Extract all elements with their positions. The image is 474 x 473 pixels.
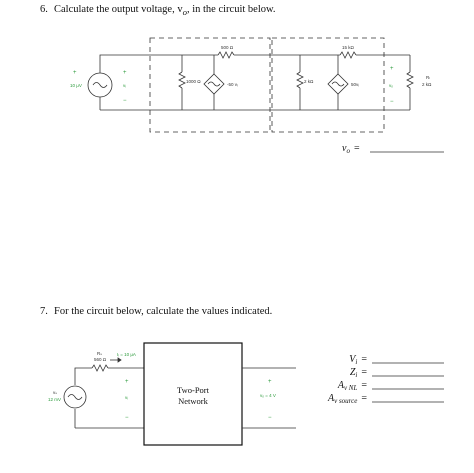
two-port-label-line1: Two-Port — [177, 385, 210, 395]
q7-vi-plus: + — [125, 379, 129, 385]
q6-dep1-label: -50 vᵢ — [227, 82, 238, 87]
q6-rtop2-label: 15 kΩ — [342, 45, 355, 50]
q7-vo-minus: − — [268, 415, 272, 421]
q6-vo-minus: − — [390, 99, 394, 105]
q6-ac-source — [87, 72, 113, 98]
q6-answer-label: vo= — [342, 143, 360, 155]
q6-r2-label: 2 kΩ — [304, 79, 314, 84]
q7-answer-vi: Vi= — [349, 354, 367, 366]
q6-resistor-rl — [406, 71, 414, 89]
q6-rtop1-label: 500 Ω — [221, 45, 234, 50]
q6-vo-label: vₒ — [389, 83, 393, 88]
question-6-body: Calculate the output voltage, v — [54, 4, 183, 15]
q6-vi-minus: − — [123, 98, 127, 104]
q7-vs-name: vₛ — [53, 390, 57, 395]
q7-vo-label: vₒ = 4 V — [260, 393, 276, 398]
two-port-label-line2: Network — [178, 396, 208, 406]
question-7-text: 7. For the circuit below, calculate the v… — [40, 306, 272, 317]
q6-resistor-2k — [296, 71, 304, 89]
q7-vi-label: vᵢ — [125, 395, 128, 400]
question-6-text: 6. Calculate the output voltage, vo, in t… — [40, 4, 276, 17]
two-port-network-box — [143, 342, 243, 446]
q7-rs-value: 560 Ω — [94, 357, 107, 362]
q6-resistor-1000 — [178, 71, 186, 89]
q7-ac-source — [63, 385, 87, 409]
q6-top-wire — [99, 54, 155, 73]
q6-rl-value: 2 kΩ — [422, 82, 432, 87]
q6-stage1-dashed-box — [149, 37, 271, 133]
q6-dep2-label: 50vᵢ — [351, 82, 359, 87]
q6-resistor-15k — [339, 51, 357, 59]
q7-answer-avnl: Av NL= — [337, 380, 368, 392]
question-6-sub: o — [182, 7, 187, 18]
q6-vo-plus: + — [390, 66, 394, 72]
q6-resistor-500 — [217, 51, 235, 59]
question-7-number: 7. — [40, 306, 48, 317]
q6-vi-label: vᵢ — [123, 83, 126, 88]
q6-stage2-dashed-box — [271, 37, 385, 133]
q7-vs-value: 12 mV — [48, 397, 61, 402]
q6-rl-name: Rₗ — [426, 75, 430, 80]
q7-answer-avsource: Av source= — [327, 393, 367, 405]
question-6-body-end: , in the circuit below. — [186, 4, 276, 15]
q7-left-wire — [74, 367, 92, 385]
q7-resistor-rs — [91, 364, 109, 372]
q6-source-label: 10 μV — [70, 83, 82, 88]
q7-rs-name: Rₛ — [97, 351, 102, 356]
q7-ii-label: Iᵢ = 10 μA — [117, 352, 136, 357]
q7-vo-plus: + — [268, 379, 272, 385]
q6-vi-plus: + — [123, 70, 127, 76]
q6-source-plus: + — [73, 70, 77, 76]
question-6-number: 6. — [40, 4, 48, 15]
question-7-body: For the circuit below, calculate the val… — [54, 306, 273, 317]
q6-r1-label: 1000 Ω — [186, 79, 201, 84]
q7-answer-zi: Zi= — [350, 367, 368, 379]
q7-vi-minus: − — [125, 415, 129, 421]
